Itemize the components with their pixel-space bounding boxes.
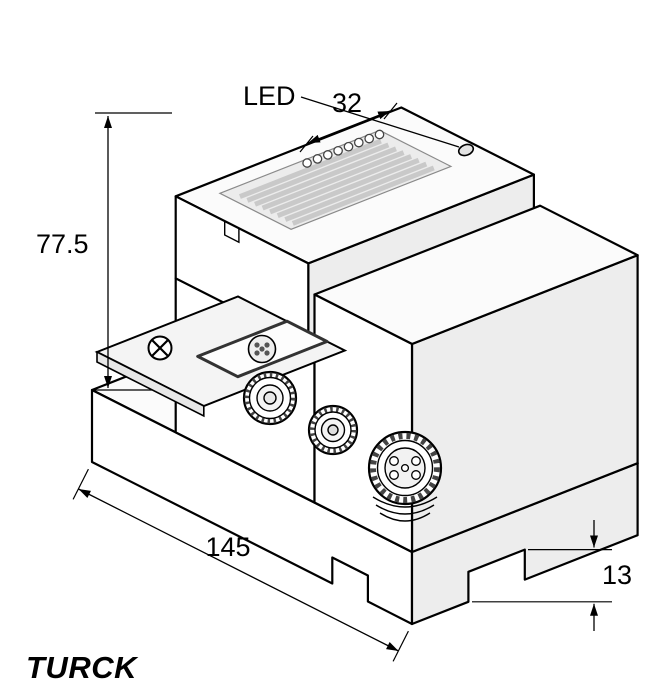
dimension-width-32: 32 (299, 88, 398, 153)
dimension-width-label: 32 (332, 88, 362, 118)
base-right-face (410, 462, 639, 626)
dimension-length-145: 145 (72, 468, 409, 662)
led-indicator (457, 143, 475, 157)
service-connector-pins (254, 342, 270, 356)
dimension-length-label: 145 (205, 532, 250, 562)
dimension-length-ext-b (392, 630, 409, 662)
dimension-width-ext-a (299, 135, 314, 153)
dimension-length-line (78, 488, 399, 652)
dimension-foot-label: 13 (602, 560, 632, 590)
gateway-module (313, 204, 639, 554)
power-connector (367, 430, 443, 522)
dimension-width-ext-b (383, 102, 398, 120)
dimension-length-ext-a (72, 468, 89, 500)
plate-edge (96, 350, 205, 418)
led-callout-label: LED (243, 81, 296, 111)
m12-connector-a (242, 370, 298, 426)
dimension-height-77-5: 77.5 (36, 112, 172, 391)
screw (147, 335, 173, 361)
connector-plate (94, 295, 348, 418)
turck-logo: TURCK (26, 650, 139, 685)
dimension-width-line (307, 110, 391, 144)
power-connector-pins (389, 456, 421, 480)
dimension-height-label: 77.5 (36, 229, 89, 259)
label-stripes (238, 138, 435, 226)
release-clip (223, 219, 240, 244)
service-window (196, 319, 329, 379)
dimension-foot-13: 13 (472, 520, 632, 631)
m12-connector-b (307, 404, 359, 456)
label-area (218, 129, 453, 230)
